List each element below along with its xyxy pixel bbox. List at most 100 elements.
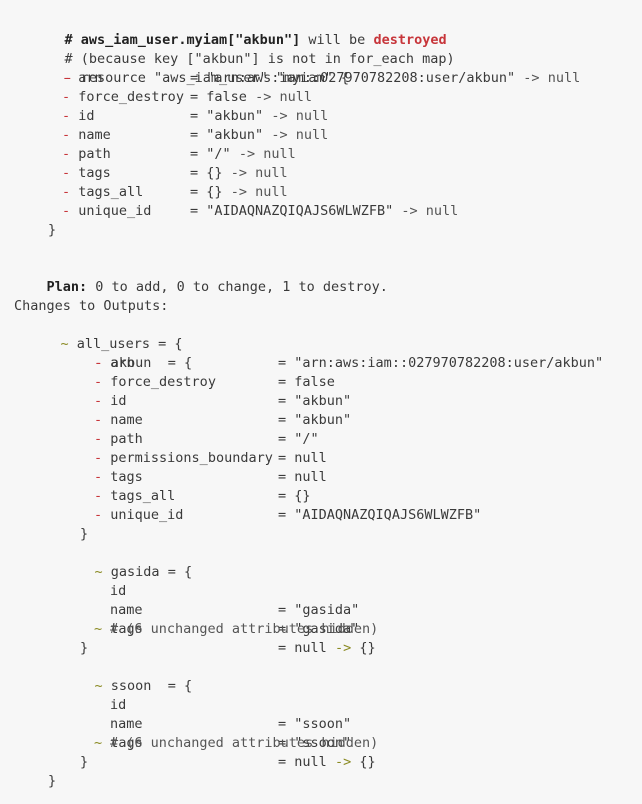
- equals: =: [278, 507, 287, 523]
- gasida-decl-line: ~ gasida = {: [62, 544, 642, 580]
- equals: =: [278, 640, 287, 656]
- attribute-row: - arn= "arn:aws:iam::027970782208:user/a…: [0, 354, 642, 373]
- attr-name: tags: [110, 735, 143, 751]
- ssoon-decl: ssoon = {: [110, 678, 193, 694]
- tilde-marker: ~: [94, 735, 103, 751]
- minus-marker: -: [64, 70, 73, 86]
- new-value-null: null: [279, 89, 312, 105]
- resource-address: aws_iam_user.myiam["akbun"]: [80, 32, 301, 48]
- akbun-attribute-list: - arn= "arn:aws:iam::027970782208:user/a…: [0, 354, 642, 525]
- will-be-text: will be: [308, 32, 366, 48]
- comment-hash: #: [64, 32, 73, 48]
- attr-value: "ssoon": [294, 716, 352, 732]
- minus-marker: -: [94, 431, 103, 447]
- equals: =: [190, 184, 199, 200]
- new-value-null: null: [295, 127, 329, 143]
- attribute-row: - tags_all= {}: [0, 487, 642, 506]
- hidden-note: # (6 unchanged attributes hidden): [110, 735, 379, 751]
- equals: =: [278, 355, 287, 371]
- resource-decl: resource "aws_iam_user" "myiam" {: [80, 70, 350, 86]
- gasida-hidden-note: # (6 unchanged attributes hidden): [110, 620, 642, 639]
- attr-value: "ssoon": [294, 735, 352, 751]
- attr-name: id: [110, 583, 127, 599]
- attr-value: "arn:aws:iam::027970782208:user/akbun": [206, 70, 516, 86]
- minus-marker: -: [62, 89, 71, 105]
- akbun-close-brace: }: [80, 525, 642, 544]
- attr-name: name: [110, 716, 143, 732]
- new-value-null: null: [295, 108, 329, 124]
- attr-name: permissions_boundary: [110, 450, 273, 466]
- change-arrow: ->: [255, 89, 272, 105]
- attr-name: tags: [78, 165, 111, 181]
- minus-marker: -: [94, 374, 103, 390]
- gasida-decl: gasida = {: [110, 564, 193, 580]
- ssoon-id-line: id = "ssoon": [0, 677, 642, 732]
- equals: =: [278, 602, 287, 618]
- attr-name: unique_id: [110, 507, 184, 523]
- attr-name: force_destroy: [110, 374, 216, 390]
- gasida-tags-line: ~ tags = null -> {}: [0, 601, 642, 656]
- attr-name: tags_all: [110, 488, 176, 504]
- equals: =: [278, 469, 287, 485]
- attr-value: "akbun": [294, 412, 352, 428]
- tilde-marker: ~: [94, 678, 103, 694]
- resource-decl-line: - resource "aws_iam_user" "myiam" {: [32, 50, 642, 86]
- attr-name: name: [110, 602, 143, 618]
- attribute-row: - id= "akbun": [0, 392, 642, 411]
- attr-value: "/": [294, 431, 319, 447]
- attribute-row: - force_destroy= false -> null: [0, 88, 642, 107]
- change-arrow: ->: [523, 70, 540, 86]
- attr-name: unique_id: [78, 203, 152, 219]
- ssoon-decl-line: ~ ssoon = {: [62, 658, 642, 694]
- attr-name: force_destroy: [78, 89, 184, 105]
- attr-name: tags: [110, 621, 143, 637]
- attribute-row: - tags_all= {} -> null: [0, 183, 642, 202]
- minus-marker: -: [62, 70, 71, 86]
- minus-marker: -: [94, 355, 103, 371]
- equals: =: [190, 165, 199, 181]
- attr-new-value: {}: [359, 640, 376, 656]
- minus-marker: -: [62, 108, 71, 124]
- equals: =: [278, 735, 287, 751]
- attr-value: "AIDAQNAZQIQAJS6WLWZFB": [206, 203, 394, 219]
- equals: =: [190, 203, 199, 219]
- minus-marker: -: [62, 184, 71, 200]
- plan-line: Plan: 0 to add, 0 to change, 1 to destro…: [14, 259, 642, 295]
- attr-name: id: [110, 393, 127, 409]
- attr-old-value: null: [294, 640, 327, 656]
- plan-label: Plan:: [46, 279, 88, 295]
- brace: }: [80, 640, 89, 656]
- equals: =: [190, 108, 199, 124]
- akbun-decl: akbun = {: [110, 355, 193, 371]
- attr-value: "/": [206, 146, 231, 162]
- change-arrow: ->: [334, 754, 352, 770]
- change-arrow: ->: [401, 203, 418, 219]
- minus-marker: -: [62, 203, 71, 219]
- equals: =: [190, 70, 199, 86]
- minus-marker: -: [94, 507, 103, 523]
- attr-new-value: {}: [359, 754, 376, 770]
- all-users-decl: all_users = {: [76, 336, 183, 352]
- plan-summary: 0 to add, 0 to change, 1 to destroy.: [95, 279, 388, 295]
- attr-name: name: [78, 127, 111, 143]
- attr-name: arn: [110, 355, 135, 371]
- outputs-title-text: Changes to Outputs:: [14, 298, 169, 314]
- attribute-row: - name= "akbun" -> null: [0, 126, 642, 145]
- equals: =: [190, 127, 199, 143]
- attr-value: {}: [206, 165, 223, 181]
- gasida-name-line: name = "gasida": [0, 582, 642, 637]
- attr-value: "gasida": [294, 602, 360, 618]
- all-users-decl-line: ~ all_users = {: [28, 316, 642, 352]
- attr-value: false: [206, 89, 247, 105]
- attribute-row: - arn = "arn:aws:iam::027970782208:user/a…: [0, 69, 642, 88]
- attr-value: null: [294, 450, 327, 466]
- akbun-decl-line: - akbun = {: [62, 335, 642, 371]
- equals: =: [278, 431, 287, 447]
- minus-marker: -: [62, 146, 71, 162]
- attr-name: path: [110, 431, 143, 447]
- because-comment: # (because key ["akbun"] is not in for_e…: [64, 51, 455, 67]
- hidden-note: # (6 unchanged attributes hidden): [110, 621, 379, 637]
- change-arrow: ->: [230, 184, 247, 200]
- attr-name: arn: [78, 70, 103, 86]
- destroy-header-line: # aws_iam_user.myiam["akbun"] will be de…: [32, 12, 642, 48]
